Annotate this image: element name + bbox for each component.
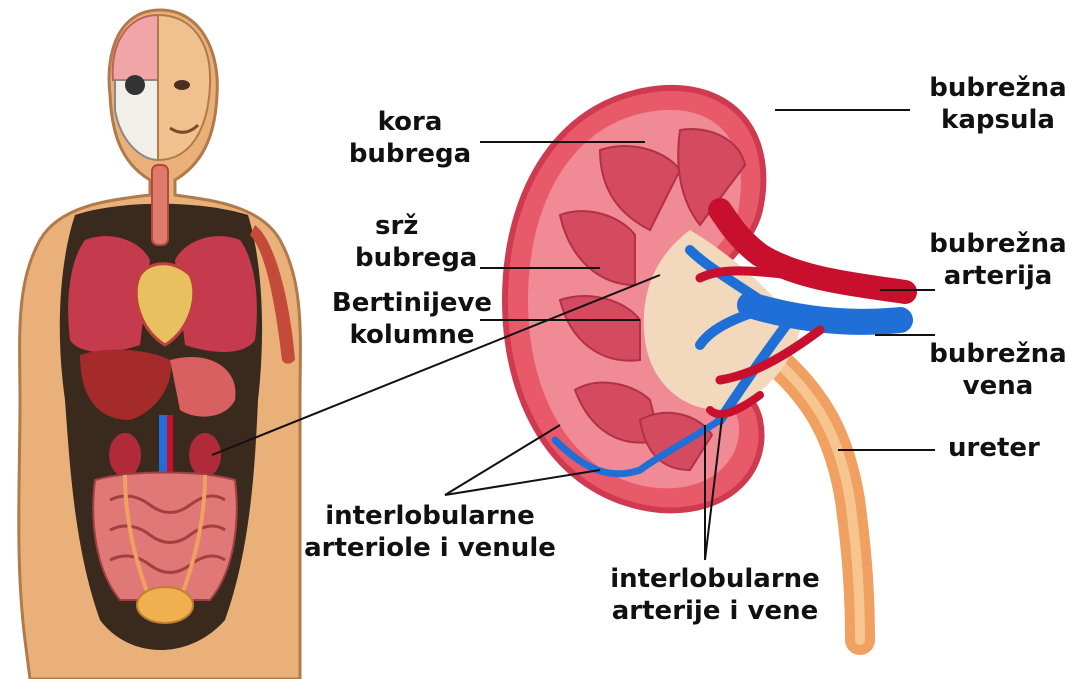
label-srz-line2: bubrega (355, 242, 477, 274)
body-kidney-left (109, 433, 141, 477)
trachea (152, 165, 168, 245)
brain (113, 15, 158, 80)
label-kapsula-line1: bubrežna (918, 72, 1078, 104)
label-arterija-line2: arterija (918, 260, 1078, 292)
label-kora-line2: bubrega (340, 138, 480, 170)
label-arterija-line1: bubrežna (918, 228, 1078, 260)
label-interlobularne-arteriole: interlobularne arteriole i venule (285, 500, 575, 564)
body-kidney-right (189, 433, 221, 477)
label-ureter: ureter (948, 432, 1040, 464)
leader-interlob-a2 (445, 470, 600, 495)
intestines (93, 473, 236, 601)
label-vena-line2: vena (918, 370, 1078, 402)
label-vena: bubrežna vena (918, 338, 1078, 402)
human-body (19, 10, 301, 679)
label-srz: srž bubrega (355, 210, 477, 274)
label-vena-line1: bubrežna (918, 338, 1078, 370)
label-interlob-a-line2: arteriole i venule (285, 532, 575, 564)
label-bertinijeve: Bertinijeve kolumne (322, 287, 502, 351)
leader-interlob-a1 (445, 425, 560, 495)
label-kora: kora bubrega (340, 106, 480, 170)
label-kapsula: bubrežna kapsula (918, 72, 1078, 136)
label-arterija: bubrežna arterija (918, 228, 1078, 292)
label-interlobularne-arterije: interlobularne arterije i vene (585, 563, 845, 627)
label-srz-line1: srž (355, 210, 477, 242)
label-bertin-line2: kolumne (322, 319, 502, 351)
label-bertin-line1: Bertinijeve (322, 287, 502, 319)
label-interlob-a-line1: interlobularne (285, 500, 575, 532)
label-interlob-v-line2: arterije i vene (585, 595, 845, 627)
label-ureter-line1: ureter (948, 432, 1040, 464)
label-kora-line1: kora (340, 106, 480, 138)
bladder (137, 587, 193, 623)
label-kapsula-line2: kapsula (918, 104, 1078, 136)
label-interlob-v-line1: interlobularne (585, 563, 845, 595)
